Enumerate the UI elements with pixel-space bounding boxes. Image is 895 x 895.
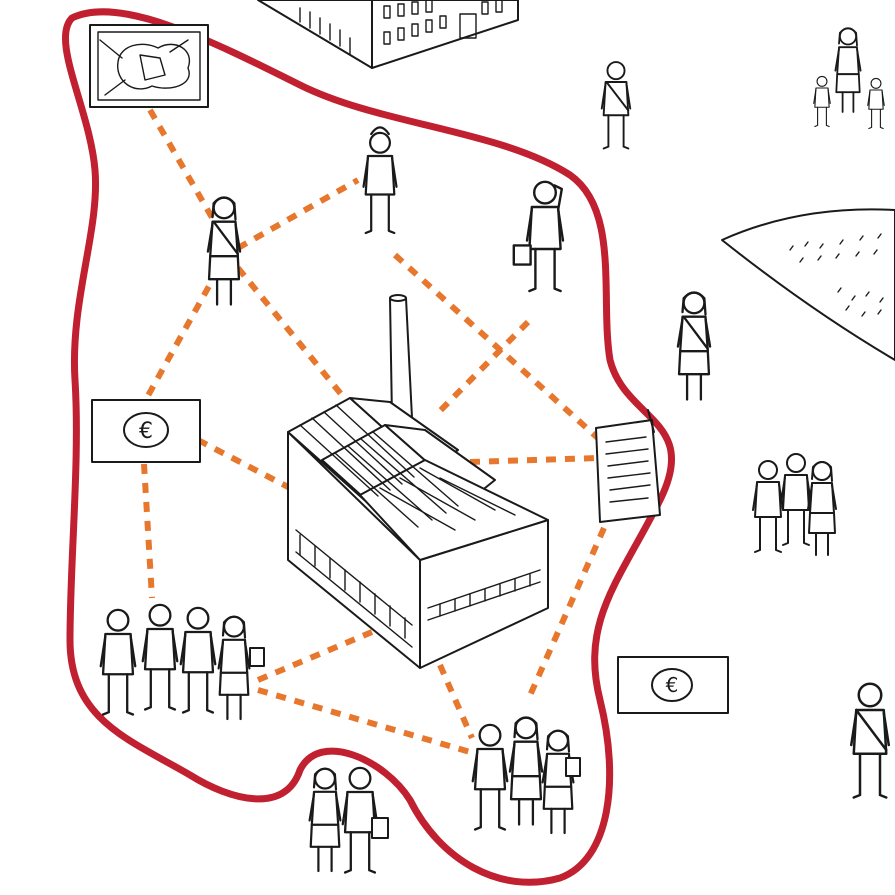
family-icon xyxy=(814,28,885,128)
svg-text:€: € xyxy=(139,419,153,444)
man-with-sash-icon xyxy=(851,684,889,798)
group-of-three-people-icon xyxy=(473,718,580,833)
person-with-bag-icon xyxy=(602,62,631,148)
map-icon xyxy=(90,25,208,107)
euro-banknote-icon: € xyxy=(92,400,200,462)
couple-on-boundary-icon xyxy=(310,768,388,873)
businessman-phone-icon xyxy=(514,182,563,291)
factory-icon xyxy=(288,295,548,668)
group-of-three-people-icon xyxy=(753,454,836,555)
contract-document-icon xyxy=(596,410,660,522)
woman-with-sash-icon xyxy=(208,198,240,305)
group-of-four-people-icon xyxy=(101,605,264,719)
woman-with-sash-icon xyxy=(678,293,710,400)
office-building-icon xyxy=(258,0,518,68)
svg-text:€: € xyxy=(666,673,679,697)
euro-banknote-icon: € xyxy=(618,657,728,713)
young-person-icon xyxy=(364,127,397,233)
field-icon xyxy=(722,209,895,360)
